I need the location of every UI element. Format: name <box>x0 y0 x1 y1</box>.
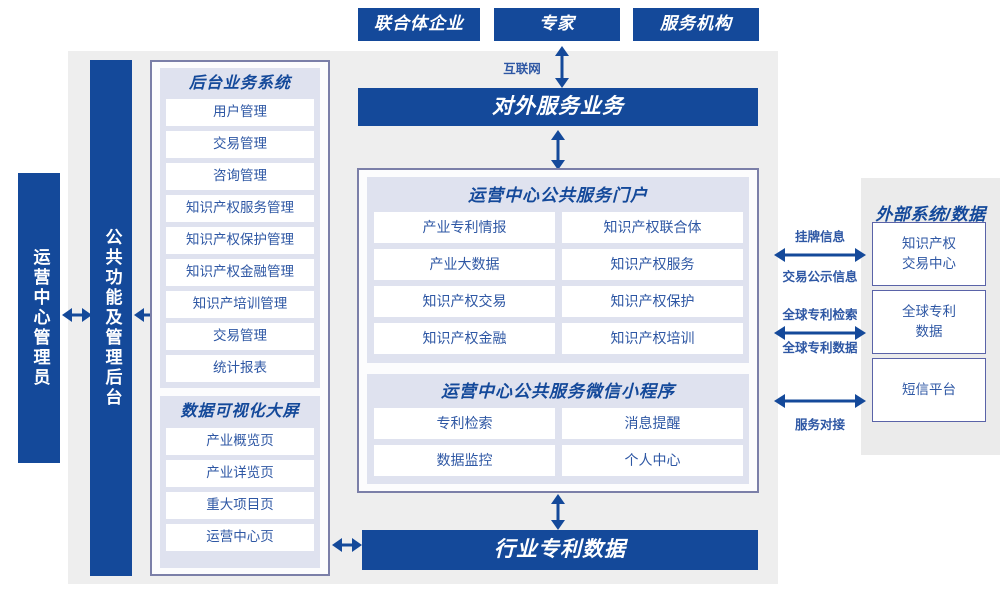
miniprogram-item-data-monitor[interactable]: 数据监控 <box>374 445 555 476</box>
portal-item-ip-training[interactable]: 知识产权培训 <box>562 323 743 354</box>
actor-box-expert[interactable]: 专家 <box>494 8 620 41</box>
portal-item-ip-service[interactable]: 知识产权服务 <box>562 249 743 280</box>
visualization-item-operation-center[interactable]: 运营中心页 <box>166 524 314 551</box>
miniprogram-item-personal-center[interactable]: 个人中心 <box>562 445 743 476</box>
backend-item-ip-training-management[interactable]: 知识产培训管理 <box>166 291 314 318</box>
column-operation-center-admin[interactable]: 运营中心管理员 <box>18 173 60 463</box>
portal-item-industry-big-data[interactable]: 产业大数据 <box>374 249 555 280</box>
public-service-portal-title: 运营中心公共服务门户 <box>468 186 648 205</box>
visualization-item-industry-overview[interactable]: 产业概览页 <box>166 428 314 455</box>
backend-item-ip-service-management[interactable]: 知识产权服务管理 <box>166 195 314 222</box>
center-to-bottom-arrow-icon <box>546 494 570 530</box>
external-arrow-label-global-patent-data: 全球专利数据 <box>782 341 858 355</box>
miniprogram-item-message-alert[interactable]: 消息提醒 <box>562 408 743 439</box>
admin-to-backend-arrow-icon <box>62 303 92 327</box>
industry-patent-data-bar[interactable]: 行业专利数据 <box>362 530 758 570</box>
external-systems-title: 外部系统/数据 <box>875 205 986 224</box>
external-arrow-label-service-docking: 服务对接 <box>794 418 845 432</box>
data-visualization-title: 数据可视化大屏 <box>180 403 300 420</box>
external-arrow-label-listing-info: 挂牌信息 <box>794 230 845 244</box>
miniprogram-item-patent-search[interactable]: 专利检索 <box>374 408 555 439</box>
external-arrow-1-icon <box>774 244 866 266</box>
backend-item-transaction-management[interactable]: 交易管理 <box>166 131 314 158</box>
external-box-global-patent-data[interactable]: 全球专利 数据 <box>872 290 986 354</box>
external-arrow-2-icon <box>774 322 866 344</box>
external-box-sms-platform[interactable]: 短信平台 <box>872 358 986 422</box>
visualization-item-major-projects[interactable]: 重大项目页 <box>166 492 314 519</box>
external-arrow-label-transaction-public-info: 交易公示信息 <box>782 270 858 284</box>
actor-box-service-org[interactable]: 服务机构 <box>633 8 759 41</box>
internet-arrow-icon <box>550 46 574 88</box>
portal-item-ip-consortium[interactable]: 知识产权联合体 <box>562 212 743 243</box>
panel-to-bottom-arrow-icon <box>332 533 362 557</box>
external-arrow-3-icon <box>774 390 866 412</box>
backend-item-statistics-report[interactable]: 统计报表 <box>166 355 314 382</box>
service-to-portal-arrow-icon <box>546 130 570 170</box>
backend-business-system-title: 后台业务系统 <box>188 75 291 92</box>
external-arrow-label-global-patent-search: 全球专利检索 <box>782 308 858 322</box>
portal-item-ip-finance[interactable]: 知识产权金融 <box>374 323 555 354</box>
backend-item-user-management[interactable]: 用户管理 <box>166 99 314 126</box>
backend-item-consultation-management[interactable]: 咨询管理 <box>166 163 314 190</box>
portal-item-ip-transaction[interactable]: 知识产权交易 <box>374 286 555 317</box>
external-box-ip-trading-center[interactable]: 知识产权 交易中心 <box>872 222 986 286</box>
wechat-miniprogram-title: 运营中心公共服务微信小程序 <box>441 382 675 401</box>
column-public-function-admin-backend[interactable]: 公共功能及管理后台 <box>90 60 132 576</box>
backend-item-transaction-management-2[interactable]: 交易管理 <box>166 323 314 350</box>
backend-item-ip-protection-management[interactable]: 知识产权保护管理 <box>166 227 314 254</box>
visualization-item-industry-detail[interactable]: 产业详览页 <box>166 460 314 487</box>
portal-item-industry-patent-intelligence[interactable]: 产业专利情报 <box>374 212 555 243</box>
external-service-bar[interactable]: 对外服务业务 <box>358 88 758 126</box>
internet-label: 互联网 <box>503 62 541 76</box>
portal-item-ip-protection[interactable]: 知识产权保护 <box>562 286 743 317</box>
backend-item-ip-finance-management[interactable]: 知识产权金融管理 <box>166 259 314 286</box>
actor-box-consortium[interactable]: 联合体企业 <box>358 8 480 41</box>
